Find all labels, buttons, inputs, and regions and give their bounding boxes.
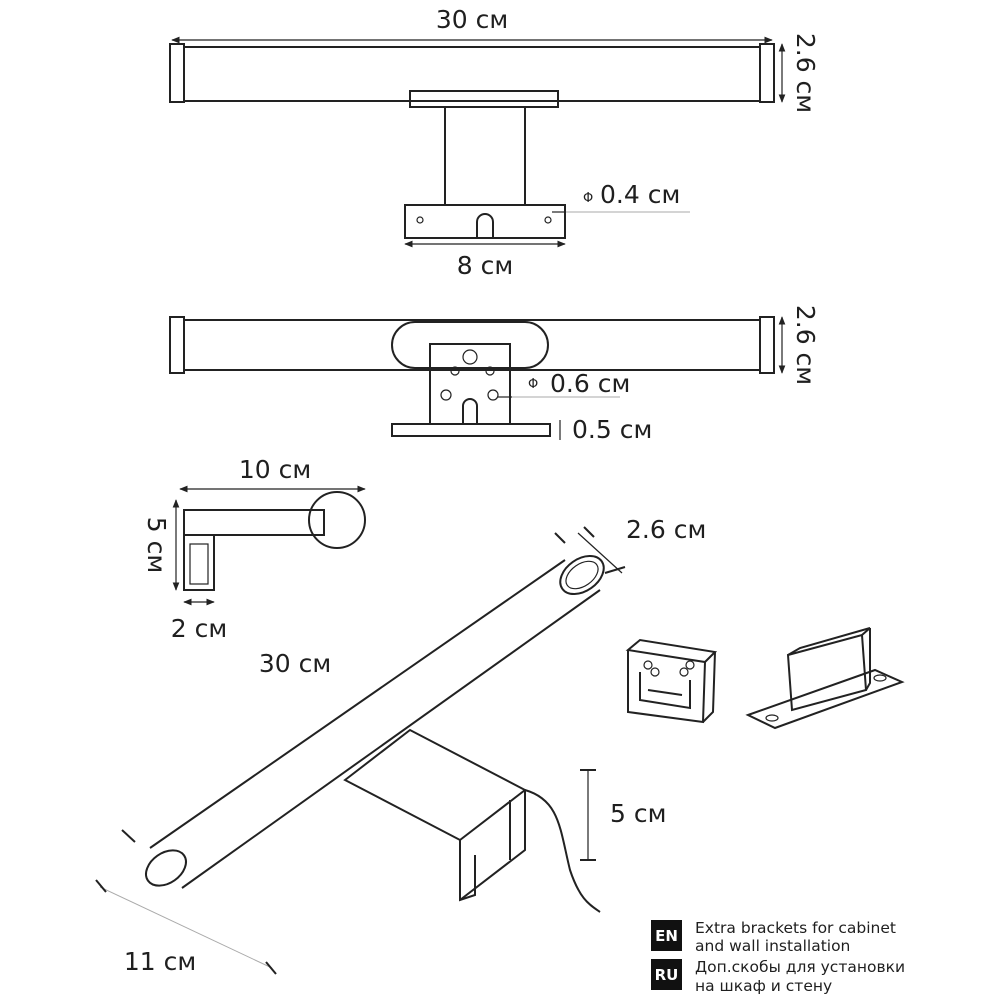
svg-text:Доп.скобы для установки: Доп.скобы для установки bbox=[695, 958, 905, 976]
front-plate bbox=[391, 423, 551, 437]
note-ru: RU Доп.скобы для установки на шкаф и сте… bbox=[651, 958, 905, 995]
extra-bracket-wall bbox=[745, 627, 905, 730]
persp-length-label: 30 см bbox=[259, 649, 331, 678]
svg-text:на шкаф и стену: на шкаф и стену bbox=[695, 977, 832, 995]
side-height-label: 5 см bbox=[142, 517, 171, 573]
front-height-label: 2.6 см bbox=[791, 305, 820, 385]
tube-section bbox=[308, 491, 366, 549]
end-cap-right bbox=[759, 43, 775, 103]
extra-bracket-cabinet bbox=[625, 638, 718, 724]
note-en: EN Extra brackets for cabinet and wall i… bbox=[651, 919, 896, 955]
svg-text:Φ: Φ bbox=[528, 377, 538, 392]
persp-height-label: 5 см bbox=[610, 799, 666, 828]
bracket-body bbox=[429, 343, 511, 425]
side-base-label: 2 см bbox=[171, 614, 227, 643]
badge-ru: RU bbox=[655, 966, 679, 984]
top-view: 30 см 2.6 см Φ 0.4 см 8 см bbox=[169, 5, 820, 280]
side-view: 10 см 5 см 2 см bbox=[142, 455, 366, 643]
badge-en: EN bbox=[655, 927, 678, 945]
side-length-label: 10 см bbox=[239, 455, 311, 484]
front-view: 2.6 см Φ 0.6 см 0.5 см bbox=[169, 305, 820, 444]
svg-text:Extra brackets for cabinet: Extra brackets for cabinet bbox=[695, 919, 896, 937]
front-plate-label: 0.5 см bbox=[572, 415, 652, 444]
persp-diameter-label: 2.6 см bbox=[626, 515, 706, 544]
mount-base-plate bbox=[404, 204, 566, 239]
persp-depth-label: 11 см bbox=[124, 947, 196, 976]
top-base-label: 8 см bbox=[457, 251, 513, 280]
top-hole-label: 0.4 см bbox=[600, 180, 680, 209]
top-height-label: 2.6 см bbox=[791, 33, 820, 113]
end-cap-left bbox=[169, 43, 185, 103]
front-hole-label: 0.6 см bbox=[550, 369, 630, 398]
svg-text:and wall installation: and wall installation bbox=[695, 937, 850, 955]
top-width-label: 30 см bbox=[436, 5, 508, 34]
perspective-view: 2.6 см 30 см 5 см 11 см bbox=[95, 515, 706, 976]
svg-text:Φ: Φ bbox=[583, 191, 593, 206]
